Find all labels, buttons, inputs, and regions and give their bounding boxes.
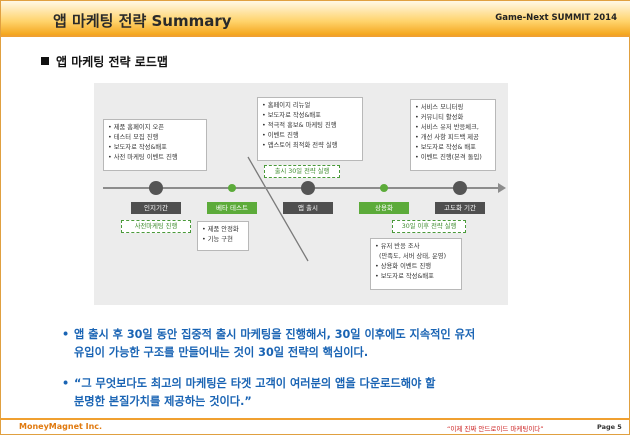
note-advanced-item: 보도자료 작성& 배포 [415, 143, 491, 153]
slide-title: 앱 마케팅 전략 Summary [53, 12, 232, 30]
event-name: Game-Next SUMMIT 2014 [495, 13, 617, 23]
footer-divider [1, 418, 630, 420]
note-commercial: 유저 반응 조사 (만족도, 서버 상태, 운영) 상용화 이벤트 진행 보도자… [370, 238, 462, 290]
note-commercial-item: (만족도, 서버 상태, 운영) [379, 253, 447, 260]
note-commercial-item: 보도자료 작성&배포 [375, 272, 457, 282]
milestone-node-commercial [380, 184, 388, 192]
bullet-dot-icon: • [62, 377, 70, 390]
section-heading: 앱 마케팅 전략 로드맵 [41, 53, 168, 70]
note-awareness-item: 보도자료 작성&배포 [108, 143, 202, 153]
quote-paragraph: • “그 무엇보다도 최고의 마케팅은 타겟 고객이 여러분의 앱을 다운로드해… [62, 375, 574, 411]
header-bar: 앱 마케팅 전략 Summary Game-Next SUMMIT 2014 [1, 1, 630, 35]
note-advanced-item: 커뮤니티 활성화 [415, 113, 491, 123]
stage-label-advanced: 고도화 기간 [435, 202, 485, 214]
note-launch-item: 이벤트 진행 [262, 131, 358, 141]
note-beta-item: 기능 구현 [202, 235, 244, 245]
note-awareness-item: 사전 마케팅 이벤트 진행 [108, 153, 202, 163]
note-beta: 제품 안정화 기능 구현 [197, 221, 249, 251]
note-commercial-item: 상용화 이벤트 진행 [375, 262, 457, 272]
square-bullet-icon [41, 57, 49, 65]
footer-tagline: “이제 진짜 안드로이드 마케팅이다” [447, 425, 544, 433]
roadmap-diagram: 인지기간 베타 테스트 앱 출시 상용화 고도화 기간 사전마케팅 진행 출시 … [94, 83, 508, 305]
quote-line: 분명한 본질가치를 제공하는 것이다.” [74, 395, 252, 408]
note-awareness-item: 테스터 모집 진행 [108, 133, 202, 143]
tag-launch-30-day: 출시 30일 전략 실행 [264, 165, 340, 178]
tag-post-30-day: 30일 이후 전략 실행 [392, 220, 466, 233]
note-launch-item: 앱스토어 최적화 전략 실행 [262, 141, 358, 151]
milestone-node-beta [228, 184, 236, 192]
company-name: MoneyMagnet Inc. [19, 422, 103, 431]
key-point-line: 유입이 가능한 구조를 만들어내는 것이 30일 전략의 핵심이다. [74, 346, 369, 359]
key-point-paragraph: • 앱 출시 후 30일 동안 집중적 출시 마케팅을 진행해서, 30일 이후… [62, 326, 594, 362]
note-launch-item: 보도자료 작성&배포 [262, 111, 358, 121]
note-advanced-item: 서비스 유저 반응체크, [415, 123, 491, 133]
note-beta-item: 제품 안정화 [202, 225, 244, 235]
note-advanced-item: 이벤트 진행(본격 돌입) [415, 153, 491, 163]
bullet-dot-icon: • [62, 328, 70, 341]
note-launch-item: 홈페이지 리뉴얼 [262, 101, 358, 111]
note-launch-item: 적극적 홍보& 마케팅 진행 [262, 121, 358, 131]
header-divider [1, 35, 630, 37]
phase-divider-line [247, 156, 309, 262]
note-launch: 홈페이지 리뉴얼 보도자료 작성&배포 적극적 홍보& 마케팅 진행 이벤트 진… [257, 97, 363, 161]
timeline-arrow-icon [498, 183, 506, 193]
quote-line: “그 무엇보다도 최고의 마케팅은 타겟 고객이 여러분의 앱을 다운로드해야 … [74, 377, 436, 390]
note-advanced-item: 서비스 모니터링 [415, 103, 491, 113]
section-heading-text: 앱 마케팅 전략 로드맵 [56, 55, 168, 69]
note-commercial-item: 유저 반응 조사 [375, 242, 457, 252]
tag-pre-marketing: 사전마케팅 진행 [121, 220, 191, 233]
note-awareness: 제품 홈페이지 오픈 테스터 모집 진행 보도자료 작성&배포 사전 마케팅 이… [103, 119, 207, 171]
page-number: Page 5 [597, 423, 622, 431]
milestone-node-awareness [149, 181, 163, 195]
stage-label-launch: 앱 출시 [283, 202, 333, 214]
note-awareness-item: 제품 홈페이지 오픈 [108, 123, 202, 133]
stage-label-beta: 베타 테스트 [207, 202, 257, 214]
milestone-node-advanced [453, 181, 467, 195]
note-advanced: 서비스 모니터링 커뮤니티 활성화 서비스 유저 반응체크, 개선 사항 피드백… [410, 99, 496, 171]
note-advanced-item: 개선 사항 피드백 제공 [415, 133, 491, 143]
timeline-axis [103, 187, 498, 189]
milestone-node-launch [301, 181, 315, 195]
key-point-line: 앱 출시 후 30일 동안 집중적 출시 마케팅을 진행해서, 30일 이후에도… [74, 328, 476, 341]
stage-label-commercial: 상용화 [359, 202, 409, 214]
stage-label-awareness: 인지기간 [131, 202, 181, 214]
